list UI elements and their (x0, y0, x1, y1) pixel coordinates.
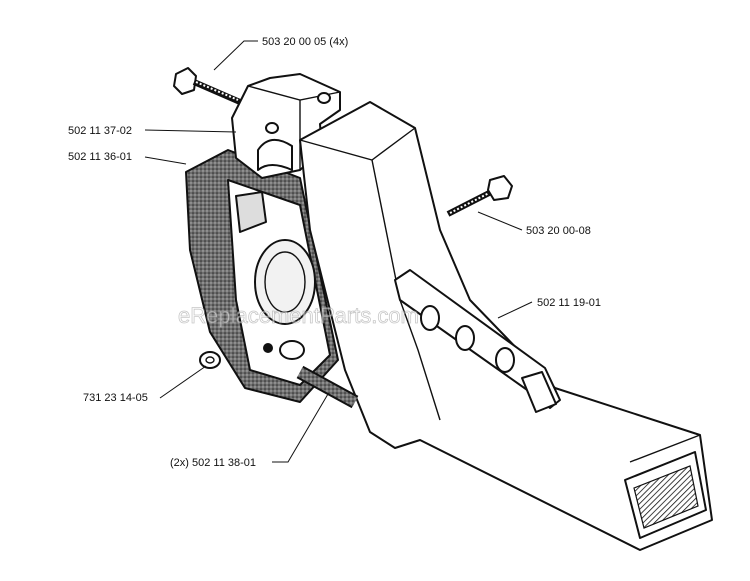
callout-nut: 731 23 14-05 (83, 392, 148, 404)
callout-screw-4x: 503 20 00 05 (4x) (262, 36, 348, 48)
nut (199, 351, 221, 369)
guard-tube (299, 101, 713, 551)
bracket-housing (185, 149, 339, 403)
screw-right (446, 175, 513, 217)
watermark: eReplacementParts.com (178, 303, 419, 328)
screw-top (173, 67, 242, 105)
leader-lines (144, 40, 533, 463)
callout-cover: 502 11 37-02 (68, 125, 132, 137)
bushing (279, 340, 359, 409)
callout-bracket: 502 11 36-01 (68, 151, 132, 163)
callout-screw-right: 503 20 00-08 (526, 225, 591, 237)
callout-guard-tube: 502 11 19-01 (537, 297, 601, 309)
callout-bushing-2x: (2x) 502 11 38-01 (170, 457, 256, 469)
